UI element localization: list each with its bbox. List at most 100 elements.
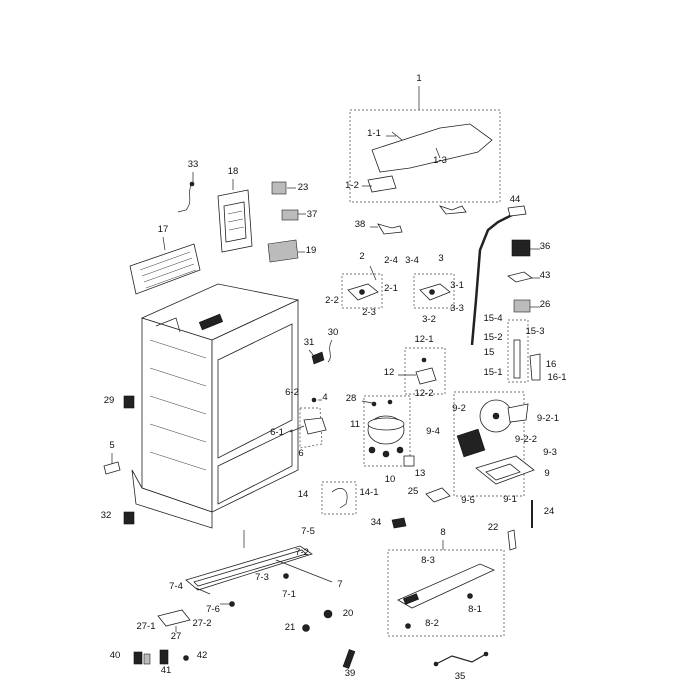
callout-c21: 21 xyxy=(285,622,296,633)
callout-c1-2: 1-2 xyxy=(345,180,359,191)
callout-c3: 3 xyxy=(438,253,443,264)
part-7-group xyxy=(185,530,333,607)
callout-c12-2: 12-2 xyxy=(414,388,433,399)
callout-c18: 18 xyxy=(228,166,239,177)
part-6-group xyxy=(289,397,327,449)
callout-c16: 16 xyxy=(546,359,557,370)
callout-c30: 30 xyxy=(328,327,339,338)
part-14-group xyxy=(321,481,357,515)
callout-c32: 32 xyxy=(101,510,112,521)
part-3-group xyxy=(413,273,455,309)
callout-c8: 8 xyxy=(440,527,445,538)
part-42-screw xyxy=(183,655,189,661)
callout-c26: 26 xyxy=(540,299,551,310)
callout-c20: 20 xyxy=(343,608,354,619)
callout-c14: 14 xyxy=(298,489,309,500)
callout-c2-4: 2-4 xyxy=(384,255,398,266)
callout-c8-1: 8-1 xyxy=(468,604,482,615)
part-32-block xyxy=(123,511,135,525)
callout-c44: 44 xyxy=(510,194,521,205)
callout-c15: 15 xyxy=(484,347,495,358)
callout-c3-2: 3-2 xyxy=(422,314,436,325)
part-5-hinge xyxy=(103,453,121,475)
callout-c6: 6 xyxy=(298,448,303,459)
callout-c33: 33 xyxy=(188,159,199,170)
callout-c41: 41 xyxy=(161,665,172,676)
callout-c36: 36 xyxy=(540,241,551,252)
callout-c37: 37 xyxy=(307,209,318,220)
part-17-grille xyxy=(129,236,201,295)
callout-c4: 4 xyxy=(322,392,327,403)
part-41-clip xyxy=(159,649,169,665)
callout-c6-1: 6-1 xyxy=(270,427,284,438)
callout-c27-1: 27-1 xyxy=(136,621,155,632)
cabinet-body xyxy=(131,283,300,529)
callout-c1-1: 1-1 xyxy=(367,128,381,139)
callout-c14-1: 14-1 xyxy=(359,487,378,498)
callout-c24: 24 xyxy=(544,506,555,517)
callout-c9-5: 9-5 xyxy=(461,495,475,506)
part-36-block xyxy=(511,239,540,257)
callout-c17: 17 xyxy=(158,224,169,235)
part-20-nut xyxy=(323,609,333,619)
callout-c15-3: 15-3 xyxy=(525,326,544,337)
callout-c1: 1 xyxy=(416,73,421,84)
part-22-post xyxy=(507,529,517,551)
callout-c27: 27 xyxy=(171,631,182,642)
callout-c8-2: 8-2 xyxy=(425,618,439,629)
part-15-group xyxy=(507,319,541,383)
callout-c19: 19 xyxy=(306,245,317,256)
callout-c25: 25 xyxy=(408,486,419,497)
callout-c27-2: 27-2 xyxy=(192,618,211,629)
callout-c9-2-1: 9-2-1 xyxy=(537,413,559,424)
callout-c9-3: 9-3 xyxy=(543,447,557,458)
callout-c2-3: 2-3 xyxy=(362,307,376,318)
callout-c35: 35 xyxy=(455,671,466,682)
callout-c9-4: 9-4 xyxy=(426,426,440,437)
callout-c5: 5 xyxy=(109,440,114,451)
callout-c23: 23 xyxy=(298,182,309,193)
callout-c15-2: 15-2 xyxy=(483,332,502,343)
part-2-group xyxy=(341,265,383,309)
part-31-clip xyxy=(308,349,325,365)
callout-c12-1: 12-1 xyxy=(414,334,433,345)
part-29-sensor xyxy=(123,395,135,409)
part-39-bolt xyxy=(342,649,356,669)
part-23-board xyxy=(271,181,296,195)
callout-c38: 38 xyxy=(355,219,366,230)
part-43-clip xyxy=(507,271,540,283)
callout-c12: 12 xyxy=(384,367,395,378)
callout-c3-1: 3-1 xyxy=(450,280,464,291)
callout-c10: 10 xyxy=(385,474,396,485)
callout-c2: 2 xyxy=(359,251,364,262)
callout-c9-2: 9-2 xyxy=(452,403,466,414)
part-26-holder xyxy=(513,299,540,313)
part-18-panel xyxy=(217,179,253,253)
callout-c7: 7 xyxy=(337,579,342,590)
callout-c8-3: 8-3 xyxy=(421,555,435,566)
callout-c2-2: 2-2 xyxy=(325,295,339,306)
callout-c28: 28 xyxy=(346,393,357,404)
callout-c7-6: 7-6 xyxy=(206,604,220,615)
callout-c31: 31 xyxy=(304,337,315,348)
callout-c22: 22 xyxy=(488,522,499,533)
callout-c40: 40 xyxy=(110,650,121,661)
part-30-wire xyxy=(327,339,333,363)
callout-c7-3: 7-3 xyxy=(255,572,269,583)
callout-c15-1: 15-1 xyxy=(483,367,502,378)
part-21-nut xyxy=(302,624,310,632)
part-38-bracket xyxy=(370,223,403,235)
part-12-group xyxy=(398,347,446,395)
part-44-tube xyxy=(470,205,527,346)
callout-c13: 13 xyxy=(415,468,426,479)
part-40-screw xyxy=(133,651,151,665)
callout-c3-3: 3-3 xyxy=(450,303,464,314)
assembly-1-group xyxy=(349,86,501,215)
callout-c43: 43 xyxy=(540,270,551,281)
callout-c7-2: 7-2 xyxy=(295,547,309,558)
callout-c16-1: 16-1 xyxy=(547,372,566,383)
compressor-group xyxy=(361,395,411,467)
callout-c7-1: 7-1 xyxy=(282,589,296,600)
